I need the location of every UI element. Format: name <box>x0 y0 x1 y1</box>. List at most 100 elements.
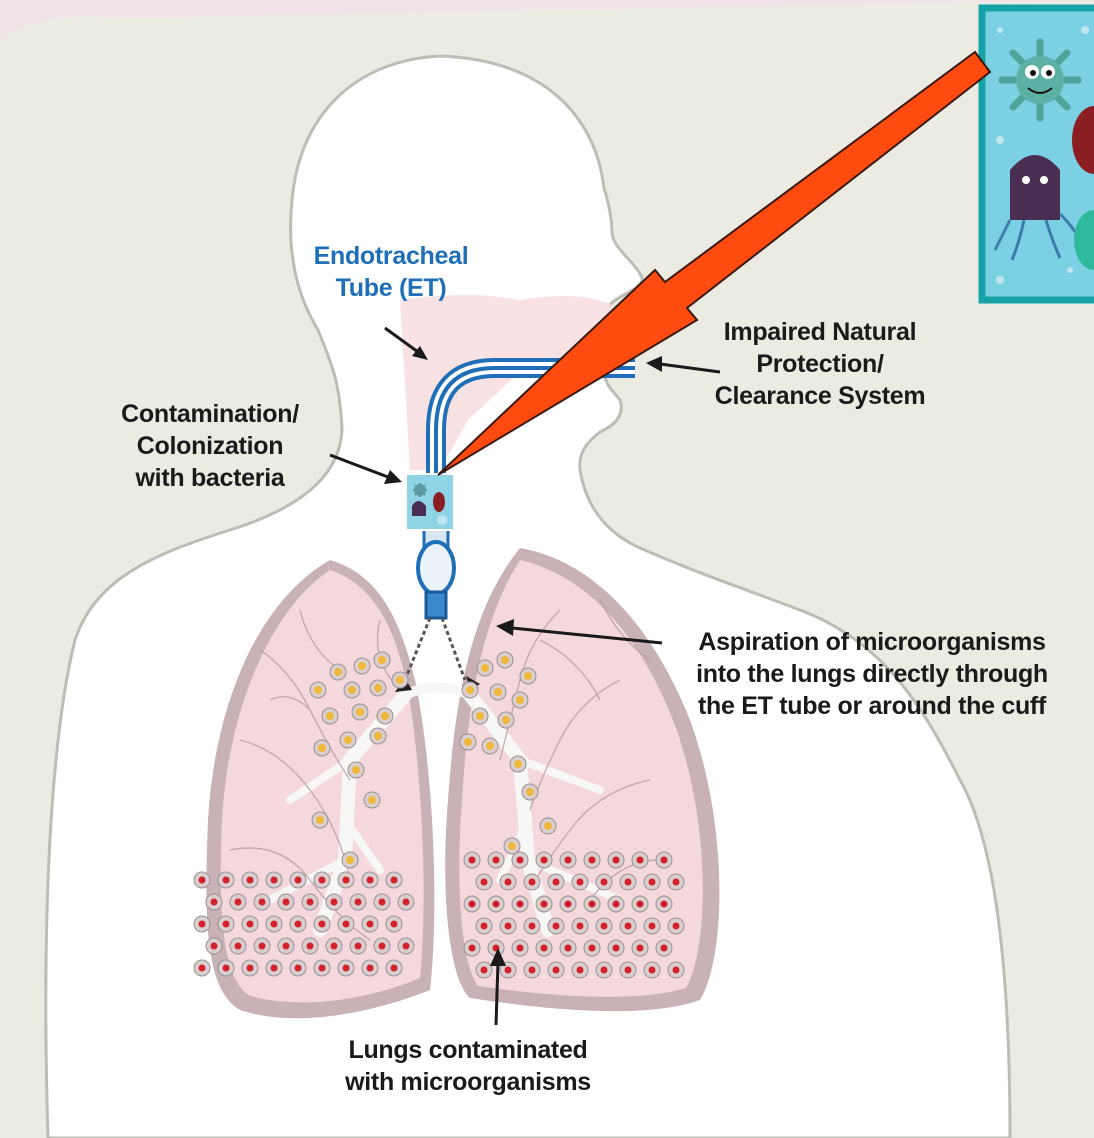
bacteria-dot-core <box>565 945 572 952</box>
bacteria-dot-core <box>223 877 230 884</box>
bacteria-dot-core <box>211 899 218 906</box>
bacteria-dot-core <box>223 921 230 928</box>
microbes-cartoon-icon <box>982 8 1094 300</box>
bacteria-dot-core <box>199 877 206 884</box>
bacteria-dot-core <box>348 686 356 694</box>
bacteria-dot-core <box>374 684 382 692</box>
bacteria-dot-core <box>529 879 536 886</box>
bacteria-dot-core <box>476 712 484 720</box>
bacteria-dot-core <box>541 901 548 908</box>
label-line: with microorganisms <box>318 1066 618 1098</box>
bacteria-dot-core <box>271 877 278 884</box>
label-line: Lungs contaminated <box>318 1034 618 1066</box>
bacteria-dot-core <box>601 967 608 974</box>
bacteria-dot-core <box>649 923 656 930</box>
bacteria-dot-core <box>625 923 632 930</box>
bacteria-dot-core <box>247 877 254 884</box>
bacteria-dot-core <box>319 921 326 928</box>
bacteria-dot-core <box>565 857 572 864</box>
microbes-patch-icon <box>406 474 454 530</box>
bacteria-dot-core <box>381 712 389 720</box>
bacteria-dot-core <box>271 921 278 928</box>
bacteria-dot-core <box>295 921 302 928</box>
bacteria-dot-core <box>326 712 334 720</box>
bacteria-dot-core <box>625 879 632 886</box>
label-line: with bacteria <box>90 462 330 494</box>
bacteria-dot-core <box>493 857 500 864</box>
bacteria-dot-core <box>649 967 656 974</box>
bacteria-dot-core <box>259 899 266 906</box>
label-line: Colonization <box>90 430 330 462</box>
bacteria-dot-core <box>343 921 350 928</box>
bacteria-dot-core <box>211 943 218 950</box>
bacteria-dot-core <box>378 656 386 664</box>
bacteria-dot-core <box>577 879 584 886</box>
bacteria-dot-core <box>481 879 488 886</box>
bacteria-dot-core <box>673 879 680 886</box>
bacteria-dot-core <box>601 879 608 886</box>
bacteria-dot-core <box>318 744 326 752</box>
label-line: Endotracheal <box>296 240 486 272</box>
bacteria-dot-core <box>334 668 342 676</box>
lungs-pointer <box>496 962 498 1025</box>
bacteria-dot-core <box>314 686 322 694</box>
label-line: Clearance System <box>680 380 960 412</box>
bacteria-dot-core <box>601 923 608 930</box>
bacteria-dot-core <box>589 857 596 864</box>
bacteria-dot-core <box>486 742 494 750</box>
bacteria-dot-core <box>517 857 524 864</box>
bacteria-dot-core <box>516 696 524 704</box>
bacteria-dot-core <box>331 899 338 906</box>
bacteria-dot-core <box>355 943 362 950</box>
bacteria-dot-core <box>374 732 382 740</box>
bacteria-dot-core <box>544 822 552 830</box>
bacteria-dot-core <box>283 943 290 950</box>
bacteria-dot-core <box>358 662 366 670</box>
bacteria-dot-core <box>367 965 374 972</box>
bacteria-dot-core <box>464 738 472 746</box>
bacteria-dot-core <box>355 899 362 906</box>
bacteria-dot-core <box>526 788 534 796</box>
bacteria-dot-core <box>469 857 476 864</box>
bacteria-dot-core <box>319 965 326 972</box>
bacteria-dot-core <box>367 921 374 928</box>
label-contamination: Contamination/ Colonization with bacteri… <box>90 398 330 494</box>
bacteria-dot-core <box>494 688 502 696</box>
label-line: into the lungs directly through <box>662 658 1082 690</box>
bacteria-dot-core <box>247 965 254 972</box>
bacteria-dot-core <box>514 760 522 768</box>
bacteria-dot-core <box>517 901 524 908</box>
bacteria-dot-core <box>553 923 560 930</box>
bacteria-dot-core <box>319 877 326 884</box>
bacteria-dot-core <box>403 899 410 906</box>
bacteria-dot-core <box>613 945 620 952</box>
bacteria-dot-core <box>505 879 512 886</box>
bacteria-dot-core <box>517 945 524 952</box>
bacteria-dot-core <box>501 656 509 664</box>
bacteria-dot-core <box>529 923 536 930</box>
bacteria-dot-core <box>613 857 620 864</box>
label-aspiration: Aspiration of microorganisms into the lu… <box>662 626 1082 722</box>
bacteria-dot-core <box>259 943 266 950</box>
bacteria-dot-core <box>524 672 532 680</box>
bacteria-dot-core <box>508 842 516 850</box>
bacteria-dot-core <box>396 676 404 684</box>
bacteria-dot-core <box>577 923 584 930</box>
bacteria-dot-core <box>469 945 476 952</box>
bacteria-dot-core <box>505 923 512 930</box>
bacteria-dot-core <box>493 901 500 908</box>
bacteria-dot-core <box>391 965 398 972</box>
bacteria-dot-core <box>331 943 338 950</box>
bacteria-dot-core <box>649 879 656 886</box>
bacteria-dot-core <box>469 901 476 908</box>
bacteria-dot-core <box>247 921 254 928</box>
bacteria-dot-core <box>505 967 512 974</box>
label-line: the ET tube or around the cuff <box>662 690 1082 722</box>
bacteria-dot-core <box>199 921 206 928</box>
label-impaired-protection: Impaired Natural Protection/ Clearance S… <box>680 316 960 412</box>
bacteria-dot-core <box>316 816 324 824</box>
bacteria-dot-core <box>379 899 386 906</box>
bacteria-dot-core <box>367 877 374 884</box>
bacteria-dot-core <box>625 967 632 974</box>
